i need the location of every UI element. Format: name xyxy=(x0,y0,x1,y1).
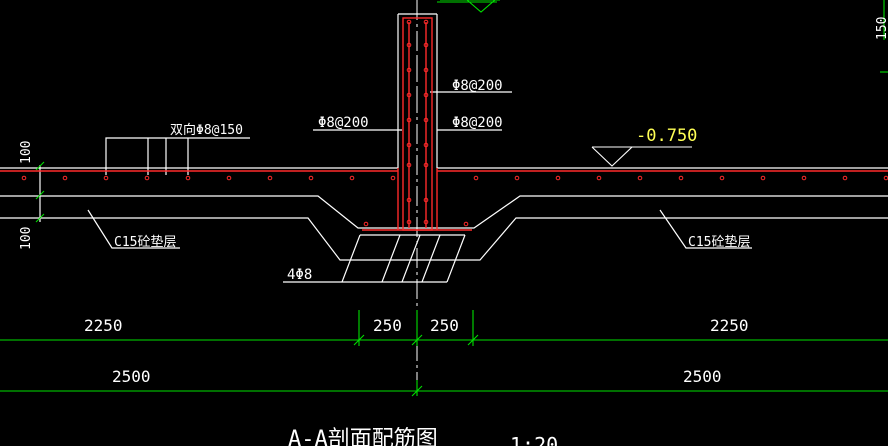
rebar-dot xyxy=(842,175,848,181)
dim-2500-right: 2500 xyxy=(683,367,722,386)
rebar-dot xyxy=(349,175,355,181)
rebar-dot xyxy=(596,175,602,181)
rebar-dot xyxy=(637,175,643,181)
rebar-dot xyxy=(62,175,68,181)
labels: Φ8@200 Φ8@200 Φ8@200 双向Φ8@150 -0.750 C15… xyxy=(19,17,888,446)
rebar-dot xyxy=(406,19,412,25)
rebar-dot xyxy=(423,42,429,48)
dim-100-bottom: 100 xyxy=(19,227,34,250)
rebar-dot xyxy=(801,175,807,181)
rebar-dot xyxy=(423,92,429,98)
rebar-dot xyxy=(883,175,888,181)
rebar-dot xyxy=(423,162,429,168)
rebar-dot xyxy=(423,142,429,148)
rebar-dot xyxy=(406,117,412,123)
rebar-dot xyxy=(473,175,479,181)
top-elevation-marker xyxy=(437,0,500,13)
footing-bars-label: 4Φ8 xyxy=(287,267,312,283)
drawing-scale: 1:20 xyxy=(510,433,558,446)
rebar-dot xyxy=(406,197,412,203)
rebar-dot xyxy=(719,175,725,181)
dim-150-edge: 150 xyxy=(875,17,888,40)
dim-250-left: 250 xyxy=(373,316,402,335)
rebar-wall-right-label: Φ8@200 xyxy=(452,115,503,131)
rebar-dot xyxy=(423,197,429,203)
dim-250-right: 250 xyxy=(430,316,459,335)
rebar-dots xyxy=(21,19,888,227)
rebar-dot xyxy=(103,175,109,181)
rebar-dot xyxy=(555,175,561,181)
rebar-dot xyxy=(463,221,469,227)
rebar-dot xyxy=(406,162,412,168)
slab-rebar-label: 双向Φ8@150 xyxy=(170,122,243,138)
rebar-dot xyxy=(760,175,766,181)
elevation-marker xyxy=(591,146,692,167)
drawing-title: A-A剖面配筋图 xyxy=(288,427,438,446)
rebar-top-label: Φ8@200 xyxy=(452,78,503,94)
rebar-dot xyxy=(678,175,684,181)
dim-100-top: 100 xyxy=(19,141,34,164)
rebar-dot xyxy=(406,219,412,225)
rebar-dot xyxy=(267,175,273,181)
rebar-dot xyxy=(423,19,429,25)
rebar-dot xyxy=(308,175,314,181)
rebar-dot xyxy=(423,117,429,123)
rebar-dot xyxy=(406,142,412,148)
rebar-dot xyxy=(390,175,396,181)
rebar-dot xyxy=(406,92,412,98)
rebar-dot xyxy=(363,221,369,227)
rebar-dot xyxy=(514,175,520,181)
rebar-dot xyxy=(406,42,412,48)
rebar-dot xyxy=(226,175,232,181)
elevation-label: -0.750 xyxy=(636,126,697,146)
cushion-right-label: C15砼垫层 xyxy=(688,234,750,250)
rebar-dot xyxy=(423,67,429,73)
rebar-dot xyxy=(185,175,191,181)
rebar xyxy=(0,17,888,231)
concrete-outline xyxy=(0,13,888,283)
dim-2500-left: 2500 xyxy=(112,367,151,386)
dimension-lines xyxy=(0,0,888,397)
dim-2250-left: 2250 xyxy=(84,316,123,335)
rebar-wall-left-label: Φ8@200 xyxy=(318,115,369,131)
rebar-dot xyxy=(21,175,27,181)
rebar-dot xyxy=(423,219,429,225)
dim-2250-right: 2250 xyxy=(710,316,749,335)
rebar-dot xyxy=(406,67,412,73)
cushion-left-label: C15砼垫层 xyxy=(114,234,176,250)
rebar-dot xyxy=(144,175,150,181)
